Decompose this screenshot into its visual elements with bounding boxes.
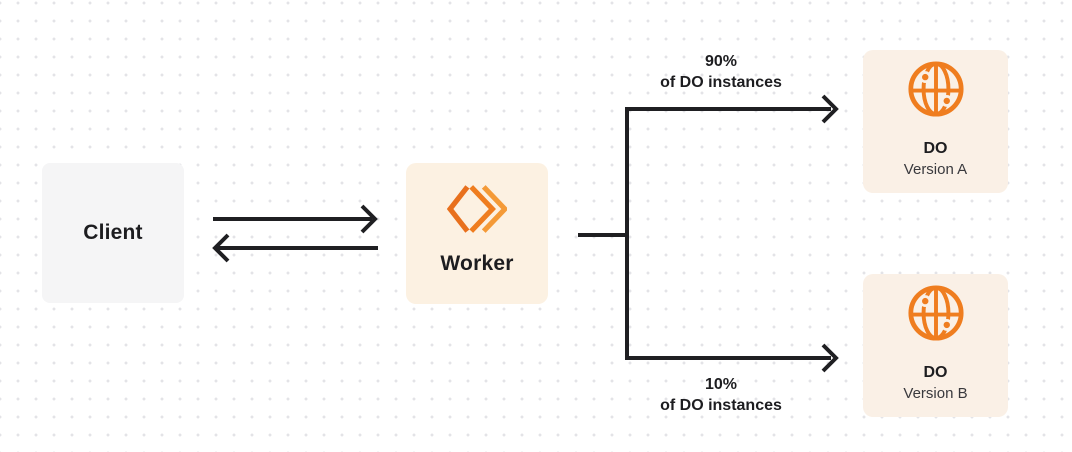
node-do-version-a: DO Version A [863, 50, 1008, 193]
arrow-left-head-icon [212, 233, 230, 263]
branch-a-caption: of DO instances [660, 74, 782, 91]
split-connector-line [578, 109, 629, 358]
do-b-subtitle: Version B [903, 385, 968, 402]
do-a-title: DO [923, 140, 948, 157]
client-label: Client [83, 221, 143, 244]
branch-a-label: 90% of DO instances [610, 51, 832, 93]
node-do-version-b: DO Version B [863, 274, 1008, 417]
branch-a-arrowhead-icon [821, 94, 839, 124]
branch-b-label: 10% of DO instances [610, 374, 832, 416]
do-a-subtitle: Version A [903, 161, 968, 178]
worker-label: Worker [440, 252, 514, 275]
node-worker: Worker [406, 163, 548, 304]
globe-icon [907, 284, 965, 347]
branch-a-percent: 90% [704, 53, 738, 70]
do-b-title: DO [923, 364, 948, 381]
branch-b-arrowhead-icon [821, 343, 839, 373]
node-client: Client [42, 163, 184, 303]
arrow-right-head-icon [360, 204, 378, 234]
branch-b-caption: of DO instances [660, 397, 782, 414]
workers-chevrons-icon [446, 184, 509, 239]
globe-icon [907, 60, 965, 123]
branch-b-percent: 10% [704, 376, 738, 393]
